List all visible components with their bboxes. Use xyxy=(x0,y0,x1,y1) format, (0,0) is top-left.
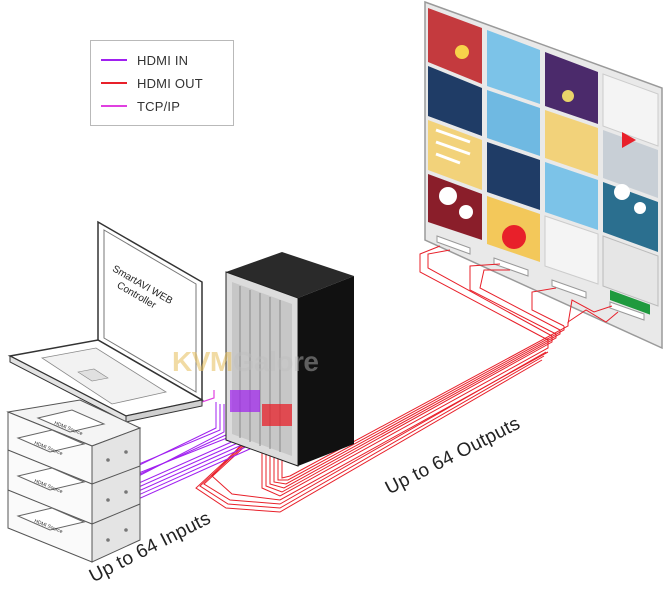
wall-panel xyxy=(603,182,658,252)
wall-panel xyxy=(545,162,598,230)
legend-item-tcpip: TCP/IP xyxy=(101,97,180,115)
wall-panel xyxy=(487,142,540,210)
output-cable-bundle xyxy=(195,245,619,513)
wall-panel xyxy=(603,130,658,198)
wall-panel xyxy=(602,73,659,147)
legend-item-hdmi-in: HDMI IN xyxy=(101,51,188,69)
receiver xyxy=(493,257,529,277)
wall-panel xyxy=(545,52,598,124)
wall-panel xyxy=(487,90,540,156)
wall-panel xyxy=(544,215,599,285)
source-device xyxy=(16,429,86,453)
watermark: KVMGalore xyxy=(172,346,319,378)
legend-label: HDMI IN xyxy=(137,52,189,68)
wall-panel xyxy=(428,8,482,84)
receiver xyxy=(436,235,471,255)
video-wall xyxy=(424,0,663,350)
legend-item-hdmi-out: HDMI OUT xyxy=(101,74,203,92)
source-rack xyxy=(6,399,142,563)
receiver xyxy=(551,279,587,299)
legend-swatch xyxy=(101,82,127,84)
wall-panel xyxy=(428,120,482,190)
legend-label: HDMI OUT xyxy=(137,75,203,91)
wall-panel xyxy=(545,110,598,176)
legend-swatch xyxy=(101,59,127,61)
watermark-part2: Galore xyxy=(232,346,319,377)
wall-panel xyxy=(428,66,482,136)
matrix-cabinet xyxy=(225,252,354,467)
source-device xyxy=(16,467,86,491)
legend-label: TCP/IP xyxy=(137,98,181,114)
watermark-part1: KVM xyxy=(172,346,233,377)
laptop xyxy=(7,220,205,423)
legend: HDMI IN HDMI OUT TCP/IP xyxy=(90,40,234,126)
legend-swatch xyxy=(101,105,127,107)
wall-panel xyxy=(487,30,540,104)
source-device xyxy=(16,507,86,531)
source-device xyxy=(36,409,106,433)
wall-panel xyxy=(602,235,659,307)
receiver xyxy=(609,301,645,321)
